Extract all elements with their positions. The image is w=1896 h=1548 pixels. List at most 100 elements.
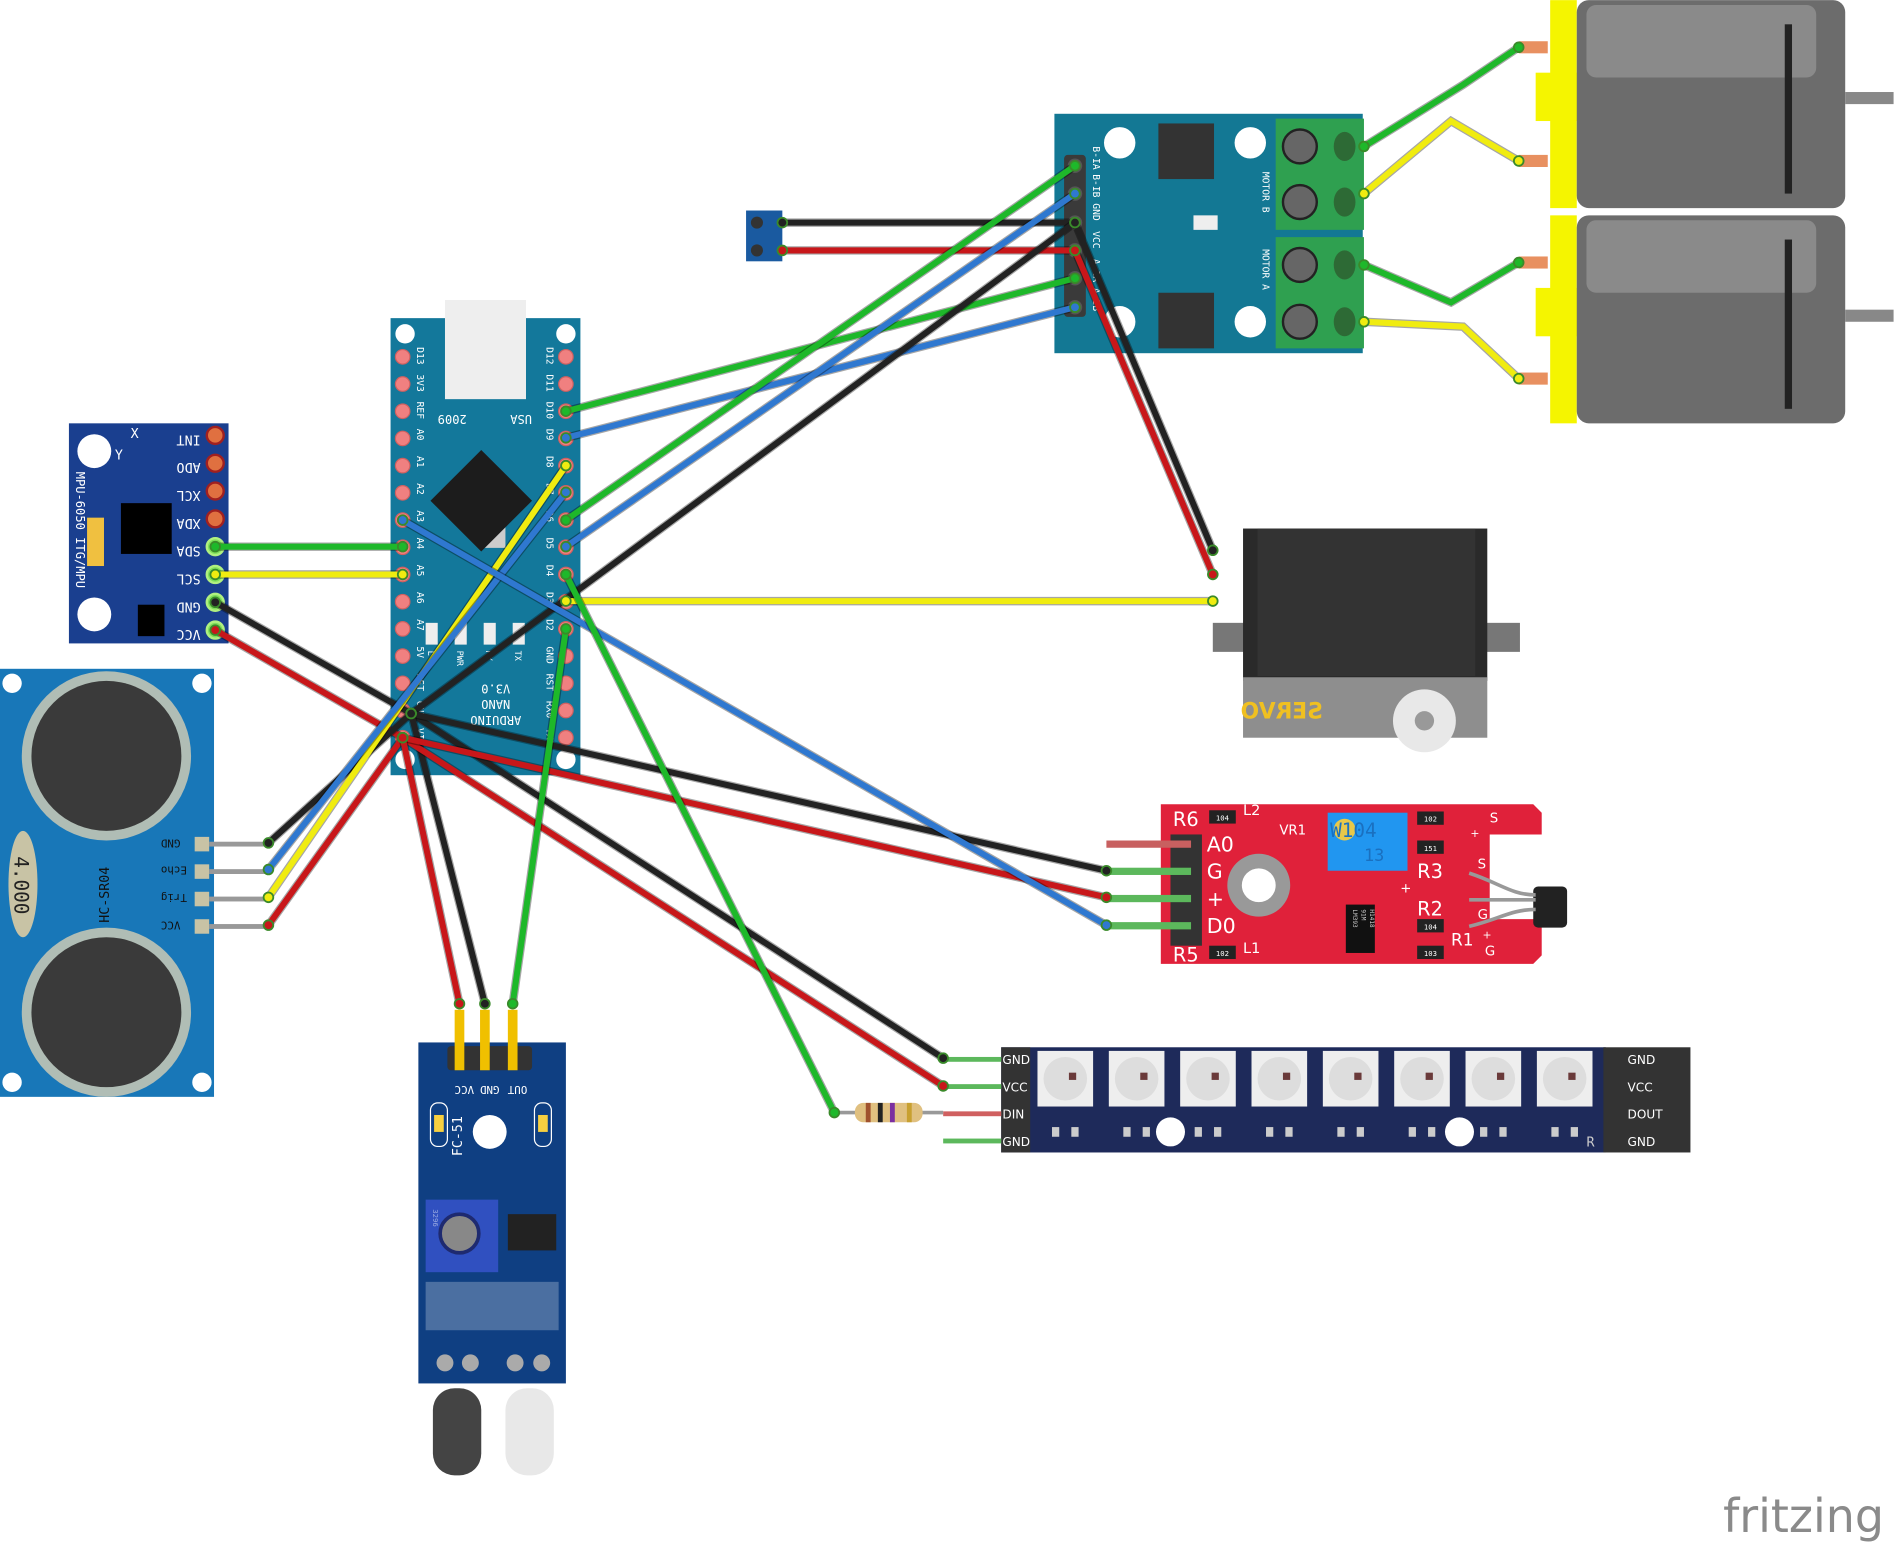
wire-endpoint[interactable] (262, 891, 275, 904)
strip-pin[interactable] (943, 1111, 1002, 1117)
wire[interactable] (399, 734, 463, 1007)
wire[interactable] (1071, 219, 1216, 554)
wire[interactable] (212, 627, 406, 741)
wire[interactable] (399, 734, 1110, 901)
nano-pin[interactable] (394, 593, 411, 610)
nano-pin[interactable] (394, 376, 411, 392)
strip-pin[interactable] (943, 1056, 1002, 1062)
wire-endpoint[interactable] (262, 919, 275, 931)
wire-endpoint[interactable] (560, 432, 572, 444)
wire-endpoint[interactable] (560, 540, 572, 553)
sensor-pin[interactable] (1106, 894, 1192, 903)
nano-pin[interactable] (394, 430, 411, 447)
wire-endpoint[interactable] (560, 595, 572, 607)
wire[interactable] (408, 710, 947, 1062)
nano-pin[interactable] (558, 702, 574, 719)
wire-endpoint[interactable] (396, 568, 409, 581)
wire-endpoint[interactable] (560, 486, 572, 499)
wire-endpoint[interactable] (1207, 544, 1219, 557)
fc51-pin[interactable] (507, 1009, 518, 1071)
wire-endpoint[interactable] (262, 837, 275, 849)
wire-endpoint[interactable] (1512, 256, 1525, 269)
nano-pin[interactable] (394, 621, 411, 637)
wire[interactable] (265, 734, 406, 929)
wire-endpoint[interactable] (396, 731, 409, 744)
wire[interactable] (1360, 259, 1522, 306)
wire-endpoint[interactable] (506, 998, 519, 1010)
wire-endpoint[interactable] (1358, 140, 1370, 153)
wire[interactable] (212, 599, 415, 717)
strip-pin[interactable] (943, 1138, 1002, 1144)
wire-endpoint[interactable] (1207, 595, 1219, 607)
wire-endpoint[interactable] (1207, 568, 1219, 581)
nano-pin[interactable] (394, 403, 411, 420)
wire-endpoint[interactable] (209, 596, 221, 609)
wire-endpoint[interactable] (560, 459, 572, 472)
wire-endpoint[interactable] (262, 863, 275, 876)
wire-endpoint[interactable] (776, 244, 789, 257)
mpu-pin[interactable] (205, 453, 225, 473)
wire-endpoint[interactable] (776, 216, 789, 229)
mpu-pin[interactable] (205, 425, 225, 446)
wire[interactable] (1360, 117, 1522, 197)
wire[interactable] (562, 571, 838, 1116)
fc51-pin[interactable] (454, 1009, 465, 1071)
wire-endpoint[interactable] (828, 1106, 841, 1119)
nano-pin[interactable] (394, 457, 411, 474)
mpu-pin[interactable] (205, 481, 225, 501)
wire[interactable] (562, 162, 1078, 524)
wire-endpoint[interactable] (396, 514, 409, 526)
wire-endpoint[interactable] (1100, 919, 1113, 931)
wire-endpoint[interactable] (209, 568, 221, 581)
wire-endpoint[interactable] (405, 707, 417, 720)
wire[interactable] (408, 710, 488, 1007)
wire-endpoint[interactable] (560, 405, 572, 417)
wire[interactable] (265, 489, 569, 873)
wire[interactable] (408, 219, 1078, 717)
hc-pin[interactable] (194, 864, 210, 879)
wire-endpoint[interactable] (209, 540, 221, 553)
wire-endpoint[interactable] (1358, 259, 1370, 271)
wire-endpoint[interactable] (1512, 41, 1525, 54)
wire-endpoint[interactable] (1358, 316, 1370, 328)
nano-pin[interactable] (394, 348, 411, 365)
wire-endpoint[interactable] (937, 1052, 949, 1064)
wire[interactable] (399, 517, 1110, 929)
nano-pin[interactable] (394, 485, 411, 501)
wire[interactable] (1071, 247, 1216, 578)
wire-endpoint[interactable] (1358, 187, 1370, 200)
wire-endpoint[interactable] (1069, 272, 1081, 284)
wire[interactable] (1360, 318, 1522, 382)
sensor-pin[interactable] (1106, 867, 1192, 875)
wire-endpoint[interactable] (1512, 155, 1525, 167)
sensor-pin[interactable] (1106, 922, 1192, 930)
wire-endpoint[interactable] (560, 623, 572, 635)
wire-endpoint[interactable] (1069, 244, 1081, 257)
wire[interactable] (562, 190, 1078, 550)
fc51-pin[interactable] (480, 1009, 490, 1071)
wire-endpoint[interactable] (1512, 372, 1525, 385)
wire-endpoint[interactable] (1069, 216, 1081, 229)
wire-endpoint[interactable] (937, 1080, 949, 1092)
wire-endpoint[interactable] (1069, 160, 1081, 172)
wire-endpoint[interactable] (560, 568, 572, 581)
hc-pin[interactable] (194, 891, 210, 907)
wire-endpoint[interactable] (1069, 187, 1081, 200)
wire-endpoint[interactable] (209, 624, 221, 636)
nano-pin[interactable] (394, 675, 411, 692)
wire-endpoint[interactable] (1069, 301, 1081, 313)
wire-endpoint[interactable] (560, 514, 572, 526)
wire[interactable] (1360, 44, 1522, 150)
mpu-pin[interactable] (205, 509, 225, 529)
wire-endpoint[interactable] (479, 998, 491, 1010)
wire-endpoint[interactable] (396, 540, 409, 553)
wire[interactable] (408, 710, 1110, 874)
hc-pin[interactable] (194, 836, 210, 852)
nano-pin[interactable] (558, 376, 574, 392)
hc-pin[interactable] (194, 919, 210, 934)
nano-pin[interactable] (558, 348, 574, 365)
wire[interactable] (509, 625, 569, 1007)
wire-endpoint[interactable] (1100, 891, 1113, 904)
wire[interactable] (399, 734, 947, 1089)
wire-endpoint[interactable] (453, 998, 466, 1010)
